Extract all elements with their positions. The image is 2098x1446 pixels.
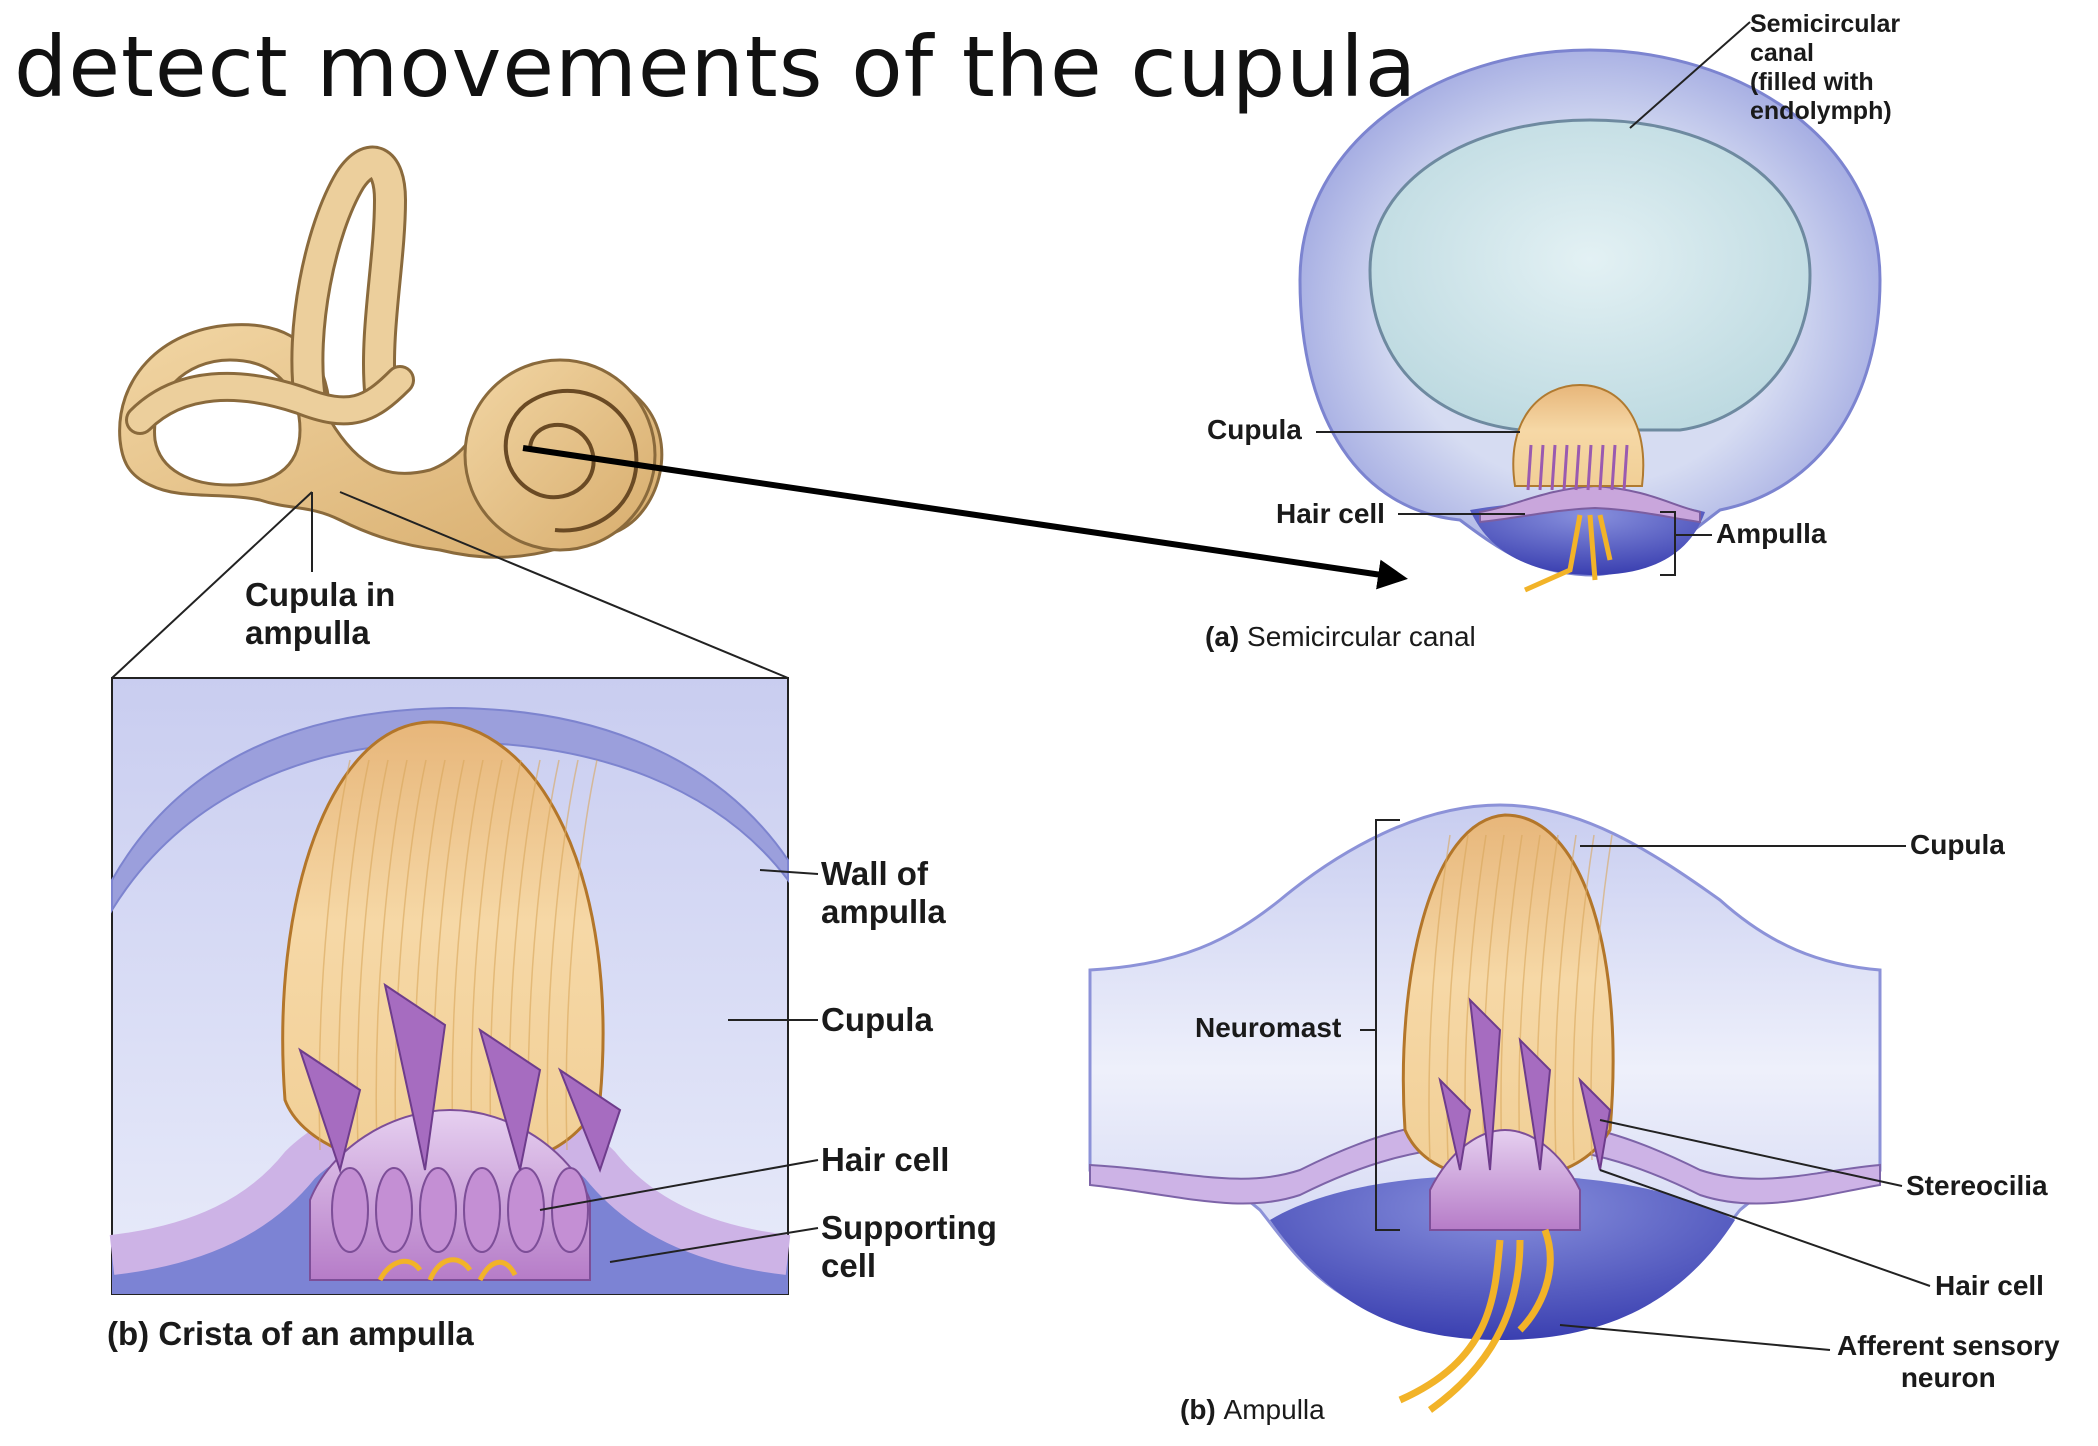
hair-bundle-a <box>1562 444 1569 491</box>
ampulla-wall-left <box>111 706 789 914</box>
cupula-striation-left <box>546 759 579 1151</box>
hair-bundle-left <box>478 1027 542 1171</box>
label-cupula-right: Cupula <box>1910 829 2005 860</box>
cupula-striation-left <box>451 759 484 1151</box>
hair-bundle-right <box>1438 1076 1472 1171</box>
ampulla-bowl-a <box>1470 500 1705 575</box>
ampulla-bowl-right <box>1270 1175 1735 1340</box>
label-hair-cell-a: Hair cell <box>1276 498 1385 529</box>
label-stereocilia: Stereocilia <box>1906 1170 2048 1201</box>
hair-cell-left <box>463 1167 501 1253</box>
neuromast-bracket <box>1375 819 1400 1231</box>
cupula-striation-left <box>375 759 408 1151</box>
ampulla-bracket-a <box>1660 511 1676 576</box>
cupula-striation-left <box>470 759 503 1151</box>
hair-bundle-a <box>1574 444 1581 491</box>
hair-bundle-a <box>1598 444 1605 491</box>
hair-bundle-a <box>1610 444 1617 491</box>
hair-bundle-right <box>1578 1076 1612 1171</box>
nerve-a <box>1523 514 1613 593</box>
cupula-striation-right <box>1500 834 1523 1161</box>
hair-cell-left <box>507 1167 545 1253</box>
zoom-line-right <box>339 491 789 679</box>
label-hair-cell-left: Hair cell <box>821 1141 950 1178</box>
label-semicircular-canal: Semicircular canal (filled with endolymp… <box>1750 10 1901 125</box>
label-cupula-a: Cupula <box>1207 414 1302 445</box>
hair-bundle-right <box>1518 1037 1552 1171</box>
hair-cell-left <box>419 1167 457 1253</box>
label-afferent-sensory-neuron: Afferent sensory neuron <box>1837 1330 2060 1394</box>
leader-stereocilia <box>1599 1119 1903 1187</box>
hair-bundle-a <box>1622 444 1629 491</box>
endolymph <box>1368 118 1812 432</box>
leader-hair-cell-left <box>539 1159 819 1211</box>
hair-bundle-a <box>1538 444 1545 491</box>
crista-cells-a <box>1479 484 1701 524</box>
hair-bundle-right <box>1468 997 1502 1171</box>
leader-afferent-neuron <box>1559 1324 1831 1351</box>
label-supporting-cell: Supporting cell <box>821 1209 997 1285</box>
hair-cell-left <box>551 1167 589 1253</box>
cupula-striation-right <box>1554 834 1577 1161</box>
nerve-right <box>1398 1228 1554 1413</box>
caption-a: (a) Semicircular canal <box>1205 621 1476 652</box>
label-ampulla-a: Ampulla <box>1716 518 1827 549</box>
leader-wall-of-ampulla <box>759 869 819 875</box>
label-cupula-left: Cupula <box>821 1001 933 1038</box>
label-cupula-in-ampulla: Cupula in ampulla <box>245 576 396 652</box>
label-wall-of-ampulla: Wall of ampulla <box>821 855 946 931</box>
supporting-cells-right <box>1089 1116 1881 1205</box>
pointer-arrow <box>522 445 1408 590</box>
cupula-striation-left <box>489 759 522 1151</box>
hair-bundle-a <box>1586 444 1593 491</box>
anterior-canal-fill <box>293 148 405 414</box>
cupula-striation-left <box>394 759 427 1151</box>
hair-bundle-left <box>383 982 447 1171</box>
caption-b-left: (b) Crista of an ampulla <box>107 1315 474 1352</box>
leader-supporting-cell <box>609 1227 819 1263</box>
caption-b-right: (b) Ampulla <box>1180 1394 1325 1425</box>
leader-semicircular-canal <box>1629 21 1751 129</box>
label-hair-cell-right: Hair cell <box>1935 1270 2044 1301</box>
page-title: detect movements of the cupula <box>14 18 1418 116</box>
zoom-line-left <box>111 491 313 679</box>
cochlea-spiral <box>503 388 639 533</box>
hair-cell-left <box>331 1167 369 1253</box>
lateral-canal-fill <box>128 368 412 432</box>
nerve-left <box>377 1257 518 1282</box>
cupula-striation-right <box>1518 834 1541 1161</box>
hair-bundle-left <box>298 1047 362 1174</box>
cupula-striation-left <box>356 759 389 1151</box>
cupula-striation-right <box>1572 834 1595 1161</box>
cupula-striation-right <box>1428 834 1451 1161</box>
hair-bundle-a <box>1526 444 1533 491</box>
hair-bundle-left <box>557 1067 622 1173</box>
leader-hair-cell-right <box>1599 1169 1931 1287</box>
hair-cell-left <box>375 1167 413 1253</box>
hair-bundle-a <box>1550 444 1557 491</box>
label-neuromast: Neuromast <box>1195 1012 1342 1043</box>
